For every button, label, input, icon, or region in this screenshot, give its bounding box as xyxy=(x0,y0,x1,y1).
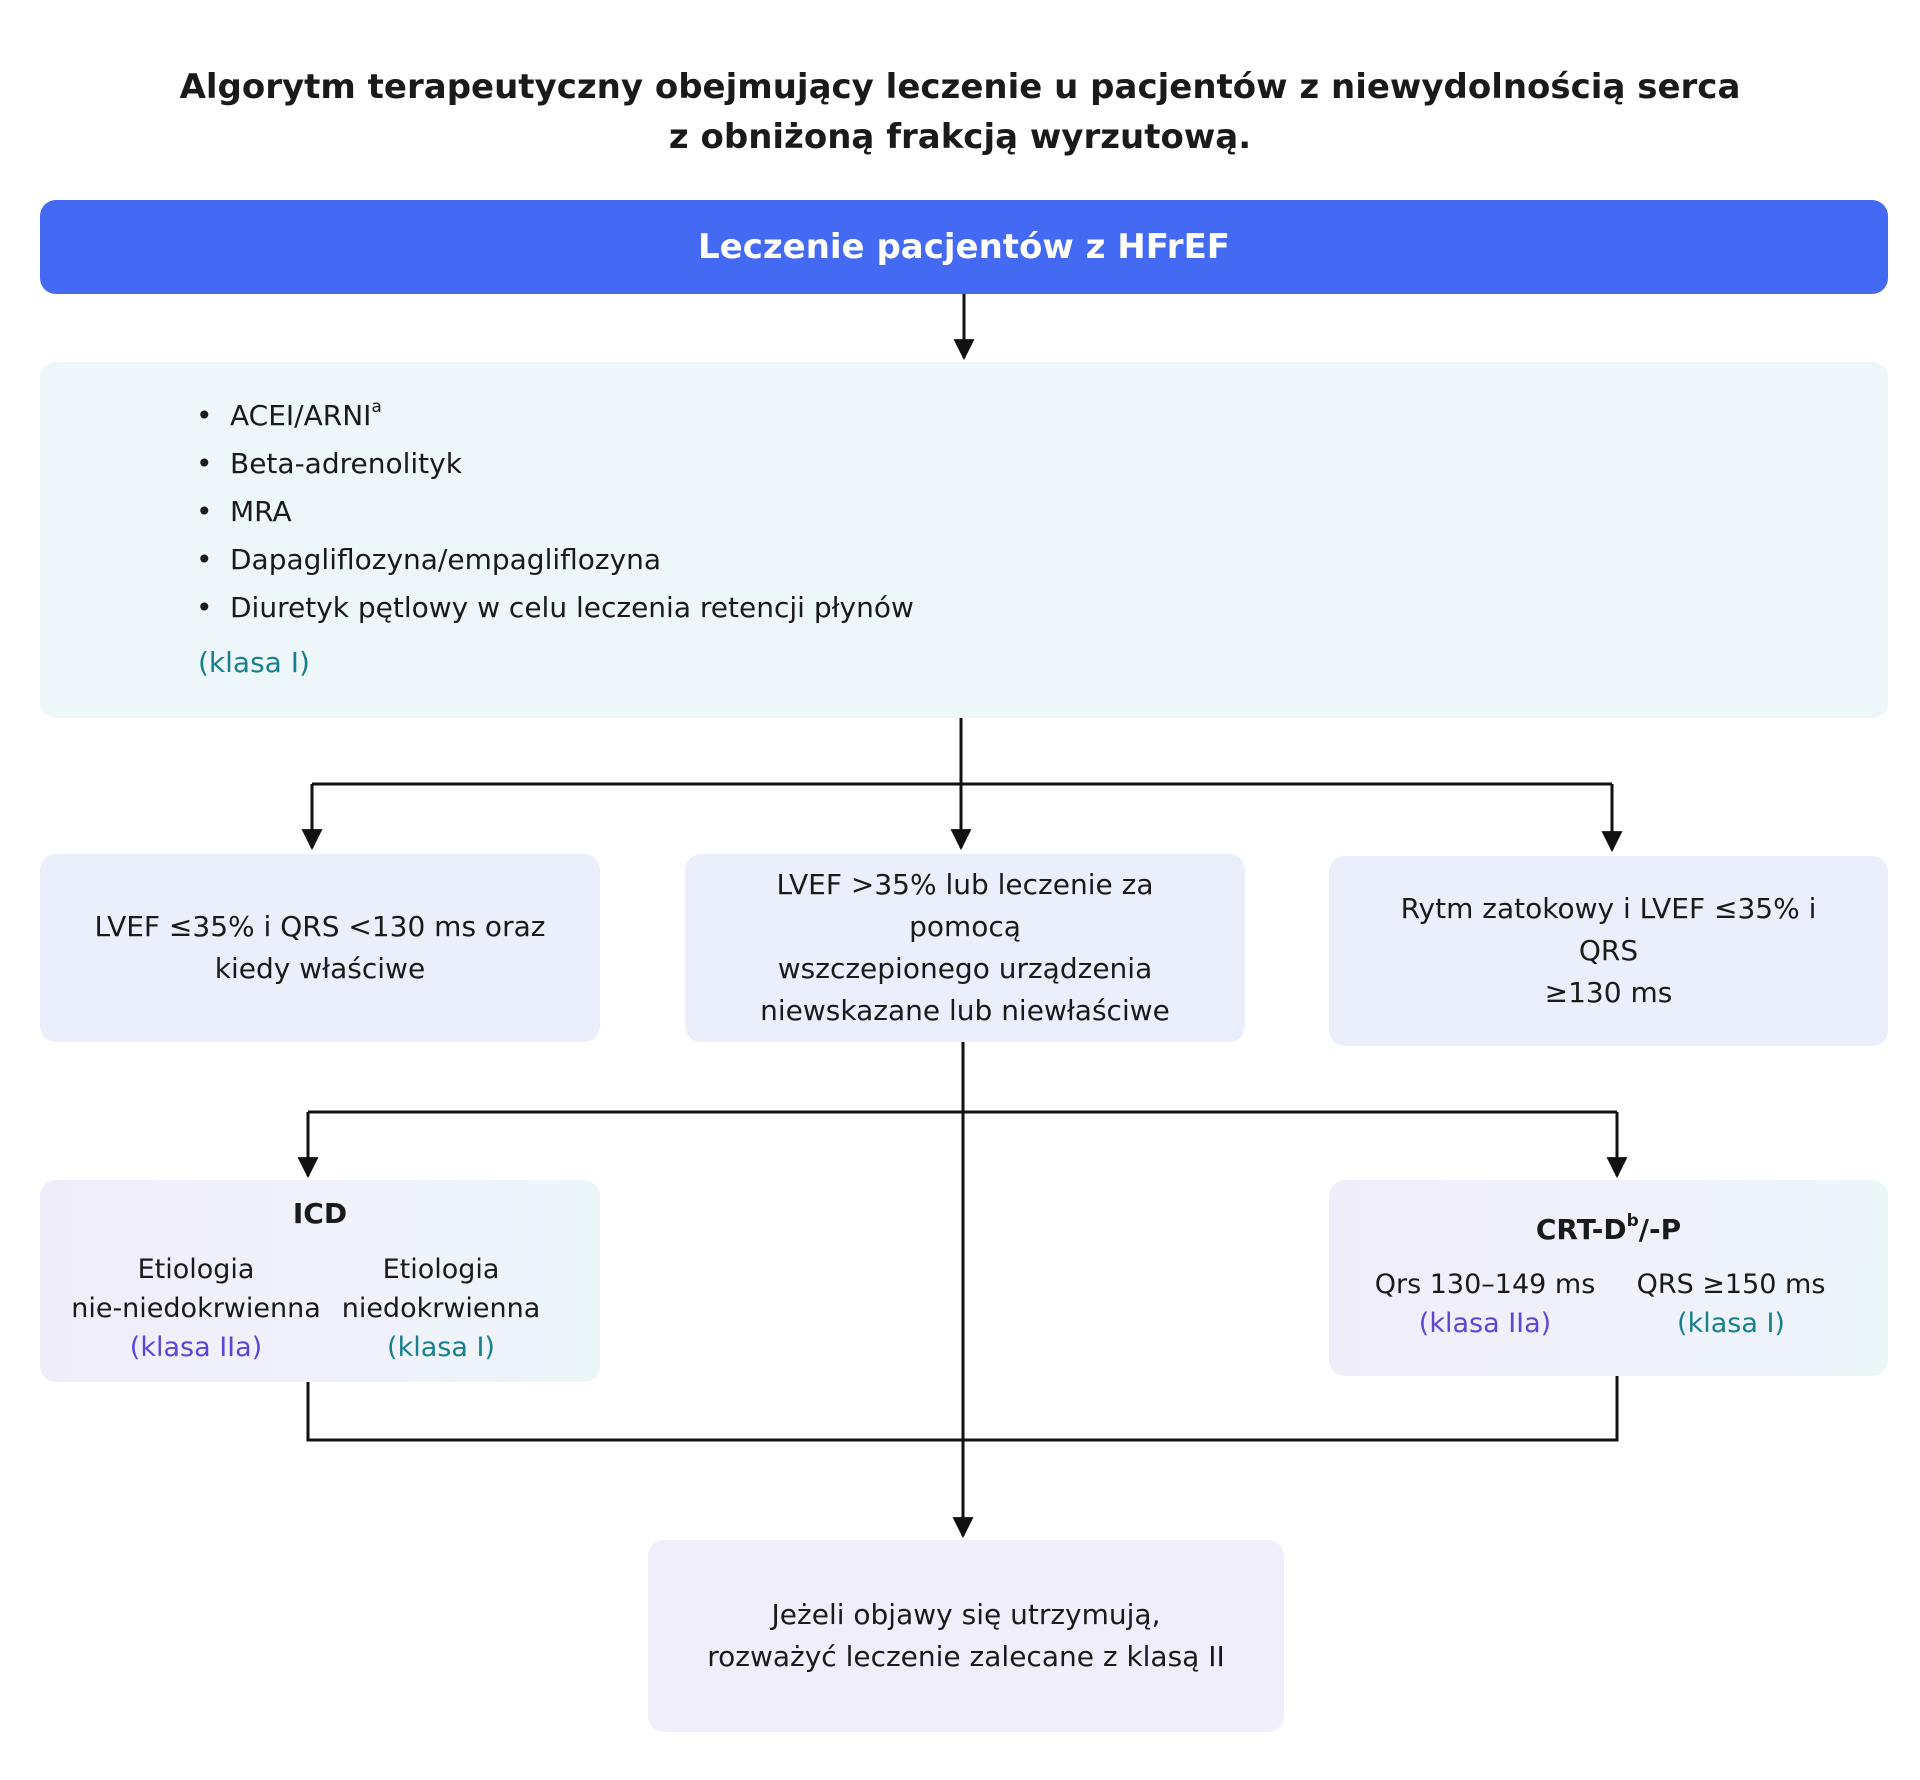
branch-left-line-2: kiedy właściwe xyxy=(214,952,426,985)
therapy-item: ACEI/ARNIa xyxy=(190,392,914,440)
crt-box xyxy=(1329,1180,1888,1376)
crt-col-qrs-130-149: Qrs 130–149 ms (klasa IIa) xyxy=(1372,1265,1598,1343)
diagram-title: Algorytm terapeutyczny obejmujący leczen… xyxy=(0,62,1920,162)
title-line-1: Algorytm terapeutyczny obejmujący leczen… xyxy=(179,67,1741,107)
therapy-item: Dapagliflozyna/empagliflozyna xyxy=(190,536,914,584)
icd-col2-klasa: (klasa I) xyxy=(387,1332,495,1363)
final-box: Jeżeli objawy się utrzymują, rozważyć le… xyxy=(648,1540,1284,1732)
crt-col2-klasa: (klasa I) xyxy=(1677,1308,1785,1339)
branch-center-line-2: wszczepionego urządzenia xyxy=(777,952,1153,985)
branch-left-line-1: LVEF ≤35% i QRS <130 ms oraz xyxy=(94,910,546,943)
therapy-list: ACEI/ARNIa Beta-adrenolityk MRA Dapaglif… xyxy=(190,392,914,632)
branch-center-line-1: LVEF >35% lub leczenie za pomocą xyxy=(776,868,1154,943)
final-line-1: Jeżeli objawy się utrzymują, xyxy=(771,1598,1161,1631)
footnote-b: b xyxy=(1626,1210,1639,1231)
final-line-2: rozważyć leczenie zalecane z klasą II xyxy=(707,1640,1225,1673)
branch-right-line-1: Rytm zatokowy i LVEF ≤35% i QRS xyxy=(1400,892,1817,967)
crt-title: CRT-Db/-P xyxy=(1535,1210,1682,1246)
title-line-2: z obniżoną frakcją wyrzutową. xyxy=(668,117,1252,157)
therapy-item: Diuretyk pętlowy w celu leczenia retencj… xyxy=(190,584,914,632)
icd-box xyxy=(40,1180,600,1382)
branch-right-box: Rytm zatokowy i LVEF ≤35% i QRS ≥130 ms xyxy=(1329,856,1888,1046)
branch-left-box: LVEF ≤35% i QRS <130 ms oraz kiedy właśc… xyxy=(40,854,600,1042)
therapy-item: MRA xyxy=(190,488,914,536)
branch-center-line-3: niewskazane lub niewłaściwe xyxy=(760,994,1170,1027)
footnote-a: a xyxy=(371,396,382,417)
therapy-klasa: (klasa I) xyxy=(198,646,310,679)
header-box: Leczenie pacjentów z HFrEF xyxy=(40,200,1888,294)
therapy-item: Beta-adrenolityk xyxy=(190,440,914,488)
header-label: Leczenie pacjentów z HFrEF xyxy=(697,227,1231,267)
branch-right-line-2: ≥130 ms xyxy=(1544,976,1673,1009)
crt-col1-klasa: (klasa IIa) xyxy=(1418,1308,1552,1339)
crt-col-qrs-150: QRS ≥150 ms (klasa I) xyxy=(1626,1265,1836,1343)
icd-title: ICD xyxy=(292,1197,348,1230)
icd-col-non-ischemic: Etiologia nie-niedokrwienna (klasa IIa) xyxy=(66,1250,326,1367)
branch-center-box: LVEF >35% lub leczenie za pomocą wszczep… xyxy=(685,854,1245,1042)
line-icd-merge xyxy=(306,1376,963,1442)
line-crt-merge xyxy=(963,1370,1619,1442)
icd-col-ischemic: Etiologia niedokrwienna (klasa I) xyxy=(336,1250,546,1367)
icd-col1-klasa: (klasa IIa) xyxy=(129,1332,263,1363)
